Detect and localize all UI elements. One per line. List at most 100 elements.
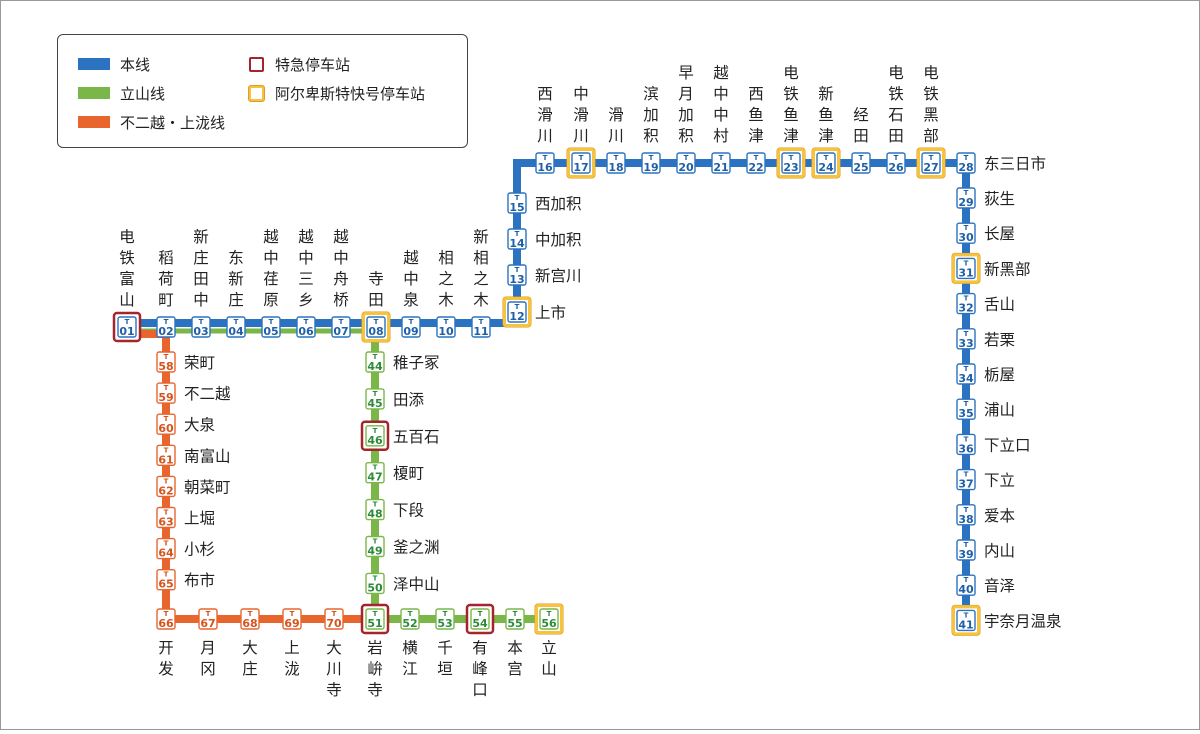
station-marker-60[interactable]: T60 bbox=[156, 413, 176, 435]
station-marker-36[interactable]: T36 bbox=[956, 433, 976, 455]
station-marker-03[interactable]: T03 bbox=[191, 316, 211, 338]
station-marker-14[interactable]: T14 bbox=[507, 228, 527, 250]
station-marker-52[interactable]: T52 bbox=[400, 608, 420, 630]
station-marker-49[interactable]: T49 bbox=[365, 535, 385, 558]
station-marker-46[interactable]: T46 bbox=[360, 420, 390, 452]
station-marker-63[interactable]: T63 bbox=[156, 506, 176, 529]
station-number: 24 bbox=[818, 161, 834, 174]
station-number: 19 bbox=[643, 161, 658, 174]
station-marker-38[interactable]: T38 bbox=[956, 504, 976, 526]
station-marker-09[interactable]: T09 bbox=[401, 316, 421, 338]
station-marker-58[interactable]: T58 bbox=[156, 351, 176, 373]
station-marker-62[interactable]: T62 bbox=[156, 475, 176, 497]
station-name-char: 舟 bbox=[333, 270, 349, 288]
station-code-letter: T bbox=[964, 365, 969, 373]
station-marker-25[interactable]: T25 bbox=[851, 152, 871, 174]
station-marker-16[interactable]: T16 bbox=[535, 152, 555, 174]
station-name: 新宫川 bbox=[535, 267, 582, 285]
station-number-box bbox=[956, 468, 976, 491]
station-label-19: 滨加积 bbox=[643, 85, 659, 145]
station-marker-04[interactable]: T04 bbox=[226, 316, 246, 338]
station-marker-23[interactable]: T23 bbox=[776, 147, 806, 179]
station-number-box bbox=[240, 608, 260, 630]
station-marker-11[interactable]: T11 bbox=[471, 316, 491, 338]
station-code-letter: T bbox=[478, 610, 483, 618]
station-marker-67[interactable]: T67 bbox=[198, 608, 218, 630]
station-marker-44[interactable]: T44 bbox=[365, 351, 385, 373]
station-marker-50[interactable]: T50 bbox=[365, 572, 385, 594]
station-code-letter: T bbox=[964, 224, 969, 232]
station-name-char: 泉 bbox=[403, 291, 419, 309]
station-marker-05[interactable]: T05 bbox=[261, 316, 281, 338]
station-marker-56[interactable]: T56 bbox=[534, 603, 564, 635]
station-marker-30[interactable]: T30 bbox=[956, 222, 976, 244]
station-marker-12[interactable]: T12 bbox=[502, 296, 532, 328]
station-marker-15[interactable]: T15 bbox=[507, 192, 527, 214]
station-name: 下立 bbox=[984, 472, 1015, 490]
station-marker-19[interactable]: T19 bbox=[641, 152, 661, 174]
station-marker-06[interactable]: T06 bbox=[296, 316, 316, 338]
station-code-letter: T bbox=[964, 506, 969, 514]
station-marker-33[interactable]: T33 bbox=[956, 328, 976, 350]
station-marker-69[interactable]: T69 bbox=[282, 608, 302, 630]
station-number: 13 bbox=[509, 273, 524, 286]
station-code-letter: T bbox=[964, 576, 969, 584]
station-marker-24[interactable]: T24 bbox=[811, 147, 841, 179]
station-marker-27[interactable]: T27 bbox=[916, 147, 946, 179]
station-name-char: 鱼 bbox=[748, 106, 764, 124]
station-marker-61[interactable]: T61 bbox=[156, 444, 176, 466]
station-marker-55[interactable]: T55 bbox=[505, 608, 525, 630]
station-marker-70[interactable]: T70 bbox=[324, 608, 344, 630]
station-code-letter: T bbox=[614, 154, 619, 162]
station-number: 15 bbox=[509, 201, 524, 214]
station-marker-45[interactable]: T45 bbox=[365, 388, 385, 410]
station-marker-35[interactable]: T35 bbox=[956, 398, 976, 420]
station-label-62: 朝菜町 bbox=[184, 478, 231, 496]
station-marker-21[interactable]: T21 bbox=[711, 152, 731, 174]
station-marker-66[interactable]: T66 bbox=[156, 608, 176, 630]
station-label-54: 有峰口 bbox=[472, 639, 488, 699]
station-marker-68[interactable]: T68 bbox=[240, 608, 260, 630]
station-marker-22[interactable]: T22 bbox=[746, 152, 766, 174]
station-name: 舌山 bbox=[984, 296, 1015, 314]
station-name: 布市 bbox=[184, 572, 215, 590]
station-name-char: 滑 bbox=[608, 106, 624, 124]
station-marker-20[interactable]: T20 bbox=[676, 152, 696, 174]
station-marker-48[interactable]: T48 bbox=[365, 498, 385, 521]
station-name: 浦山 bbox=[984, 401, 1015, 419]
station-marker-53[interactable]: T53 bbox=[435, 608, 455, 630]
station-code-letter: T bbox=[164, 509, 169, 517]
station-marker-31[interactable]: T31 bbox=[951, 252, 981, 284]
station-marker-34[interactable]: T34 bbox=[956, 363, 976, 385]
station-marker-41[interactable]: T41 bbox=[951, 604, 981, 636]
station-marker-32[interactable]: T32 bbox=[956, 292, 976, 315]
station-marker-54[interactable]: T54 bbox=[465, 603, 495, 635]
station-marker-08[interactable]: T08 bbox=[361, 311, 391, 343]
station-marker-26[interactable]: T26 bbox=[886, 152, 906, 174]
station-marker-64[interactable]: T64 bbox=[156, 537, 176, 560]
station-marker-28[interactable]: T28 bbox=[956, 152, 976, 174]
station-marker-07[interactable]: T07 bbox=[331, 316, 351, 338]
station-marker-39[interactable]: T39 bbox=[956, 539, 976, 561]
station-marker-29[interactable]: T29 bbox=[956, 187, 976, 209]
station-marker-47[interactable]: T47 bbox=[365, 462, 385, 484]
station-number: 11 bbox=[473, 325, 488, 338]
main-line-swatch bbox=[78, 58, 110, 70]
station-marker-10[interactable]: T10 bbox=[436, 316, 456, 338]
station-marker-65[interactable]: T65 bbox=[156, 569, 176, 591]
station-marker-17[interactable]: T17 bbox=[566, 147, 596, 179]
station-marker-13[interactable]: T13 bbox=[507, 264, 527, 286]
station-marker-02[interactable]: T02 bbox=[156, 316, 176, 338]
station-marker-51[interactable]: T51 bbox=[360, 603, 390, 635]
station-marker-40[interactable]: T40 bbox=[956, 574, 976, 596]
station-name-char: 部 bbox=[923, 127, 939, 145]
station-marker-37[interactable]: T37 bbox=[956, 468, 976, 491]
station-name-char: 西 bbox=[537, 85, 553, 103]
station-name-char: 积 bbox=[678, 127, 694, 145]
station-name-char: 桥 bbox=[333, 291, 349, 309]
station-marker-59[interactable]: T59 bbox=[156, 382, 176, 404]
station-marker-01[interactable]: T01 bbox=[112, 311, 142, 343]
station-name-char: 新 bbox=[193, 228, 209, 246]
station-marker-18[interactable]: T18 bbox=[606, 152, 626, 174]
